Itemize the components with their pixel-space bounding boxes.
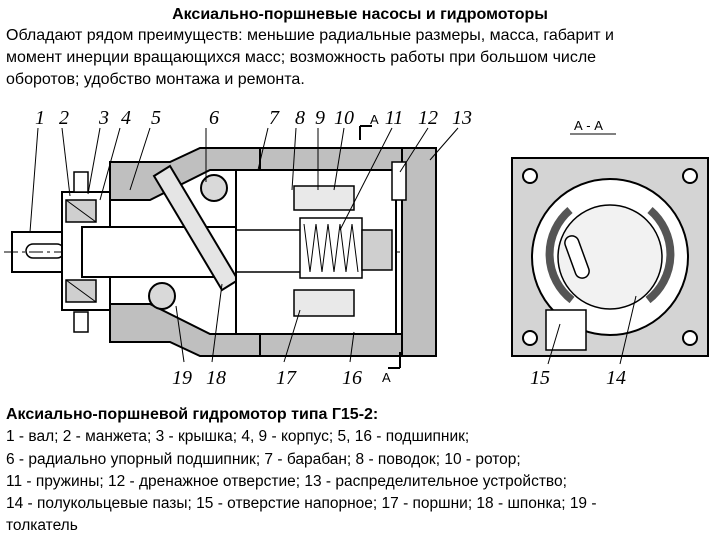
part-number-3: 3 [98,107,109,129]
part-number-1: 1 [35,107,45,129]
part-number-7: 7 [269,107,280,129]
section-a-a-view [511,157,709,357]
intro-line: момент инерции вращающихся масс; возможн… [6,49,597,66]
caption-line: 14 - полукольцевые пазы; 15 - отверстие … [6,495,597,513]
hydromotor-drawing: 1 2 3 4 5 6 7 8 9 10 11 12 13 A A 19 18 … [4,107,709,389]
figure-caption: Аксиально-поршневой гидромотор типа Г15-… [6,404,718,538]
part-number-4: 4 [121,107,131,129]
main-section-view [4,125,437,369]
part-number-12: 12 [418,107,438,129]
intro-line: Обладают рядом преимуществ: меньшие ради… [6,27,614,44]
part-number-19: 19 [172,367,192,389]
slide-title: Аксиально-поршневые насосы и гидромоторы [172,6,548,23]
section-mark-top: A [370,112,379,127]
leader-lines [29,127,459,363]
part-number-15: 15 [530,367,550,389]
part-number-14: 14 [606,367,626,389]
part-number-18: 18 [206,367,226,389]
part-number-16: 16 [342,367,362,389]
part-number-13: 13 [452,107,472,129]
part-number-5: 5 [151,107,161,129]
part-number-17: 17 [276,367,297,389]
section-a-a-leaders [547,295,637,365]
section-mark-bottom: A [382,370,391,385]
part-number-11: 11 [385,107,404,129]
caption-title: Аксиально-поршневой гидромотор типа Г15-… [6,406,379,423]
caption-line: толкатель [6,517,78,535]
caption-line: 11 - пружины; 12 - дренажное отверстие; … [6,472,567,490]
part-number-10: 10 [334,107,354,129]
part-number-2: 2 [59,107,69,129]
part-number-9: 9 [315,107,325,129]
intro-paragraph: Обладают рядом преимуществ: меньшие ради… [6,25,714,91]
part-number-labels: 1 2 3 4 5 6 7 8 9 10 11 12 13 A A 19 18 … [35,107,472,389]
caption-line: 6 - радиально упорный подшипник; 7 - бар… [6,450,521,468]
part-number-8: 8 [295,107,305,129]
part-number-6: 6 [209,107,219,129]
intro-line: оборотов; удобство монтажа и ремонта. [6,71,305,88]
caption-line: 1 - вал; 2 - манжета; 3 - крышка; 4, 9 -… [6,428,470,446]
section-a-a-label: А - А [574,118,603,133]
